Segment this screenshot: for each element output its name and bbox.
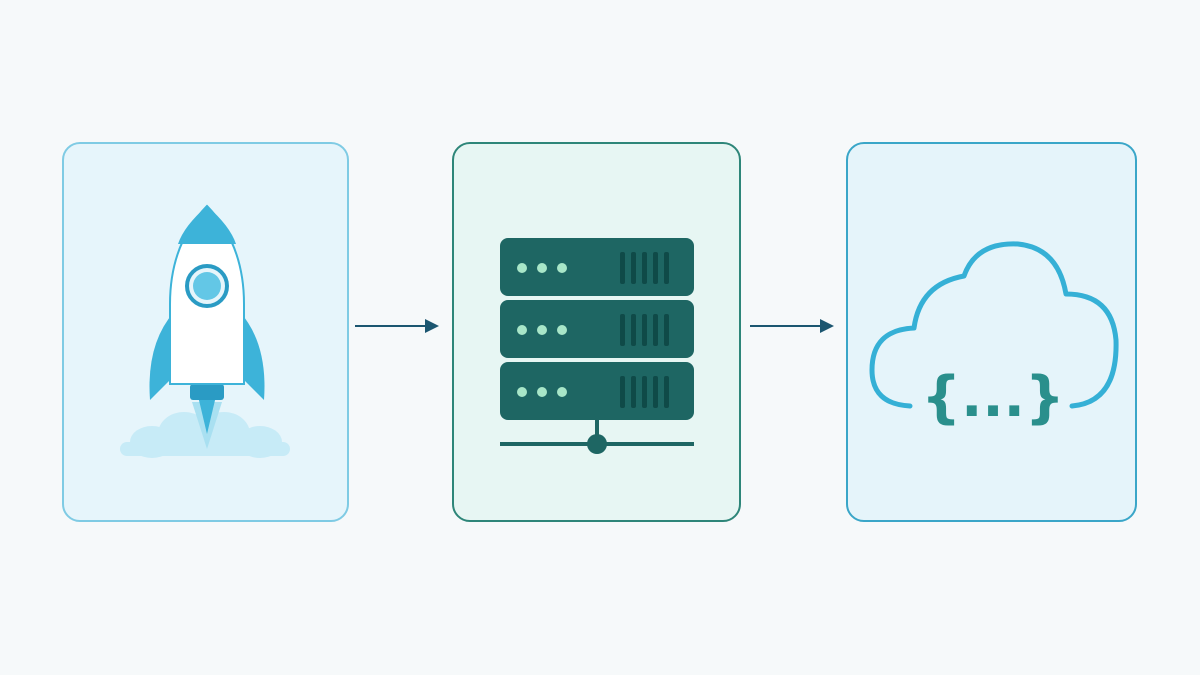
launch-panel — [62, 142, 349, 522]
cloud-code-icon: {...} — [869, 241, 1119, 430]
smoke-cloud — [120, 412, 290, 458]
server-unit-3 — [500, 362, 694, 420]
flame-inner — [198, 396, 216, 434]
arrow-right-icon — [355, 319, 439, 333]
left-fin — [149, 312, 174, 400]
server-unit-2 — [500, 300, 694, 358]
server-rack-icon — [500, 238, 694, 454]
cloud-outline — [869, 241, 1119, 409]
server-panel — [452, 142, 741, 522]
code-braces-text: {...} — [921, 365, 1065, 430]
nose-cone — [178, 206, 236, 244]
cloud-panel: {...} — [846, 142, 1137, 522]
server-unit-1 — [500, 238, 694, 296]
network-connector — [500, 420, 694, 454]
nozzle — [190, 384, 224, 400]
rocket-icon — [120, 204, 290, 458]
arrow-right-icon — [750, 319, 834, 333]
right-fin — [240, 312, 265, 400]
rocket-window-glass — [193, 272, 221, 300]
